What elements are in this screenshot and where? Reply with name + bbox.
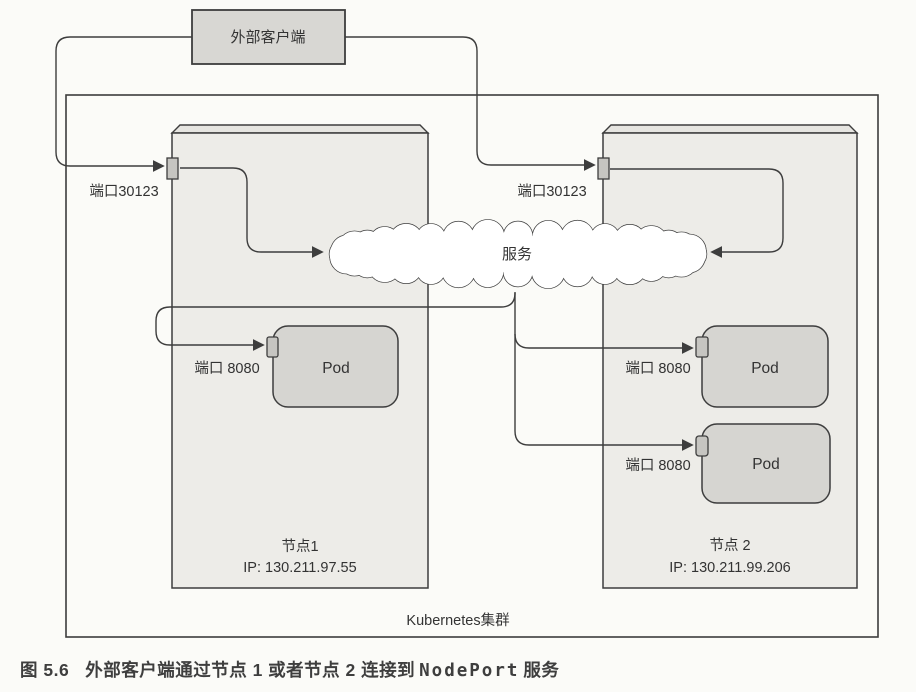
node1-ip: IP: 130.211.97.55 xyxy=(243,560,356,576)
service-cloud: 服务 xyxy=(328,219,708,289)
caption-text: 外部客户端通过节点 1 或者节点 2 连接到 xyxy=(85,660,416,680)
service-cloud-label: 服务 xyxy=(502,246,532,263)
node2-title: 节点 2 xyxy=(709,537,750,554)
node1-nodeport-connector xyxy=(166,157,179,180)
node1-title: 节点1 xyxy=(281,538,318,555)
node1-pod-label: Pod xyxy=(322,360,350,377)
node1-nodeport-label: 端口30123 xyxy=(89,183,158,200)
node2-pod1-port-label: 端口 8080 xyxy=(625,360,690,377)
caption-suffix: 服务 xyxy=(523,660,560,680)
node1-top-face xyxy=(170,124,430,134)
node2-port-to-service-line xyxy=(610,168,784,258)
figure-number: 图 5.6 xyxy=(20,660,70,680)
external-client-box: 外部客户端 xyxy=(191,9,346,65)
node2-ip: IP: 130.211.99.206 xyxy=(669,560,790,576)
node1-pod: Pod xyxy=(272,325,399,408)
service-to-node1-pod-line xyxy=(155,292,516,351)
node2-pod1-port-connector xyxy=(695,336,709,358)
node2-pod-1: Pod xyxy=(701,325,829,408)
node2-pod-1-label: Pod xyxy=(751,360,779,377)
service-cloud-body xyxy=(344,236,692,272)
service-to-node2-pod2-line xyxy=(514,292,694,451)
node2-pod2-port-label: 端口 8080 xyxy=(625,457,690,474)
client-to-node1-line xyxy=(55,36,192,172)
node1-pod-port-connector xyxy=(266,336,279,358)
node1-port-to-service-line xyxy=(180,167,324,258)
node2-nodeport-label: 端口30123 xyxy=(517,183,586,200)
node2-pod2-port-connector xyxy=(695,435,709,457)
node2-pod-2-label: Pod xyxy=(752,456,780,473)
external-client-label: 外部客户端 xyxy=(230,29,305,46)
service-to-node2-pod1-line xyxy=(514,333,694,354)
cluster-box xyxy=(65,94,879,638)
node2-nodeport-connector xyxy=(597,157,610,180)
cluster-label: Kubernetes集群 xyxy=(406,612,509,629)
caption-code: NodePort xyxy=(419,661,520,681)
node2-pod-2: Pod xyxy=(701,423,831,504)
node1-pod-port-label: 端口 8080 xyxy=(194,360,259,377)
client-to-node2-line xyxy=(345,36,596,171)
node2-top-face xyxy=(601,124,859,134)
